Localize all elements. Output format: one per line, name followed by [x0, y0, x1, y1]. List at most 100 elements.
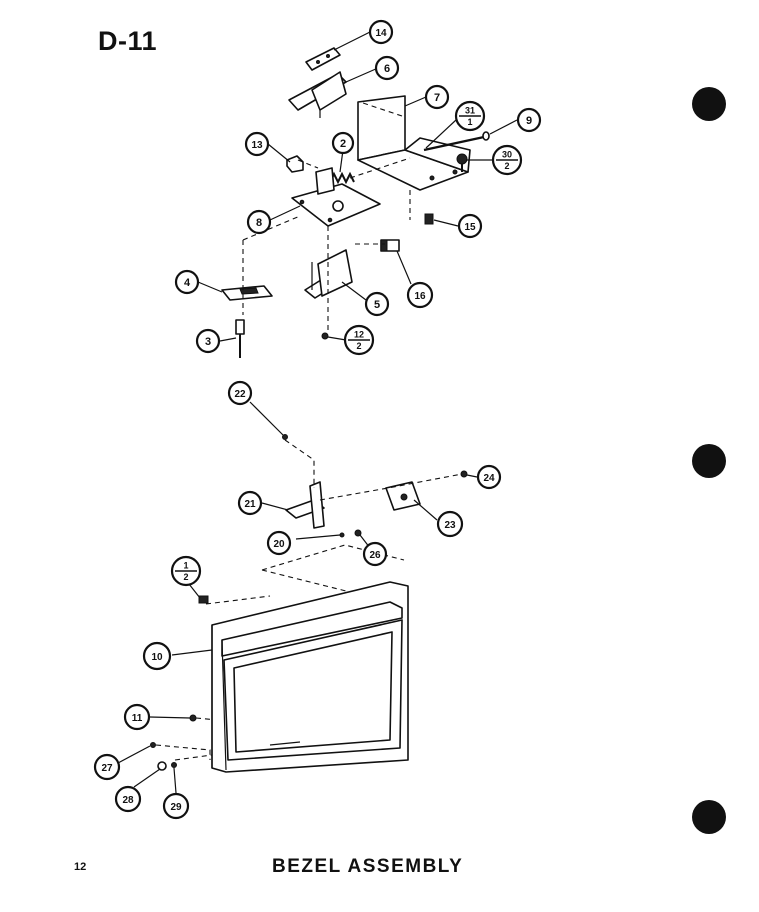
- callout-number: 23: [444, 520, 456, 531]
- callout-10: 10: [142, 641, 172, 671]
- assembly-line: [349, 157, 411, 179]
- callout-fraction-bottom: 2: [356, 341, 361, 351]
- callout-11: 11: [123, 703, 151, 731]
- callout-20: 20: [266, 530, 292, 556]
- binder-hole-bottom: [692, 800, 726, 834]
- assembly-line: [297, 159, 319, 169]
- callout-number: 6: [384, 63, 390, 75]
- part-10-bezel-frame: [211, 581, 409, 773]
- callout-26: 26: [362, 541, 388, 567]
- part-5-bracket: [304, 249, 353, 299]
- callout-number: 27: [101, 763, 113, 774]
- part-24-screw: [460, 470, 468, 478]
- callout-number: 10: [151, 652, 163, 663]
- callout-number: 20: [273, 539, 285, 550]
- callout-number: 15: [464, 222, 476, 233]
- callout-14: 14: [368, 19, 394, 45]
- callout-16: 16: [406, 281, 434, 309]
- part-27-screw: [150, 742, 156, 748]
- callout-leaders: [117, 31, 518, 794]
- callout-number: 13: [251, 140, 263, 151]
- callout-number: 7: [434, 92, 440, 104]
- callout-fraction-top: 1: [183, 561, 188, 571]
- callout-number: 8: [256, 217, 262, 229]
- callout-27: 27: [93, 753, 121, 781]
- callout-number: 9: [526, 115, 532, 127]
- part-26-nut: [354, 529, 362, 537]
- diagram-caption: BEZEL ASSEMBLY: [272, 856, 464, 877]
- assembly-line: [174, 754, 213, 761]
- callout-fraction-bottom: 2: [183, 572, 188, 582]
- callout-28: 28: [114, 785, 142, 813]
- part-11-screw: [189, 714, 197, 722]
- callout-8: 8: [246, 209, 272, 235]
- callout-1-2: 12: [170, 555, 202, 587]
- part-20-screw: [339, 532, 345, 538]
- part-30-screw: [456, 153, 468, 172]
- callout-number: 5: [374, 299, 380, 311]
- callout-3: 3: [195, 328, 221, 354]
- callout-fraction-top: 31: [465, 106, 475, 116]
- callout-number: 14: [375, 28, 387, 39]
- callout-13: 13: [244, 131, 270, 157]
- callout-number: 3: [205, 336, 211, 348]
- callout-29: 29: [162, 792, 190, 820]
- part-12-screw: [321, 332, 329, 340]
- callout-number: 11: [132, 713, 143, 724]
- callout-12-2: 122: [343, 324, 375, 356]
- callout-number: 16: [414, 291, 426, 302]
- callout-number: 28: [122, 795, 134, 806]
- part-14-plate: [305, 47, 341, 71]
- binder-hole-middle: [692, 444, 726, 478]
- part-2-spring: [329, 171, 355, 185]
- callout-7: 7: [424, 84, 450, 110]
- binder-hole-top: [692, 87, 726, 121]
- callout-number: 2: [340, 138, 346, 150]
- callout-30-2: 302: [491, 144, 523, 176]
- part-4-clip: [221, 285, 273, 301]
- part-23-switch: [385, 481, 421, 511]
- assembly-line: [205, 595, 271, 605]
- part-9-screw: [423, 131, 490, 152]
- callout-23: 23: [436, 510, 464, 538]
- assembly-line: [242, 215, 301, 241]
- assembly-line: [284, 439, 315, 488]
- part-1-nut: [198, 595, 209, 604]
- assembly-line: [319, 473, 463, 501]
- callout-number: 26: [369, 550, 381, 561]
- callout-22: 22: [227, 380, 253, 406]
- callout-fraction-top: 30: [502, 150, 512, 160]
- assembly-line: [261, 569, 351, 593]
- callout-number: 4: [184, 277, 191, 289]
- callout-number: 21: [244, 499, 256, 510]
- callout-6: 6: [374, 55, 400, 81]
- callout-fraction-top: 12: [354, 330, 364, 340]
- callout-31-1: 311: [454, 100, 486, 132]
- assembly-line: [155, 744, 211, 760]
- callout-5: 5: [364, 291, 390, 317]
- part-15-screw: [424, 213, 434, 225]
- callout-fraction-bottom: 1: [467, 117, 472, 127]
- callout-fraction-bottom: 2: [504, 161, 509, 171]
- callout-15: 15: [457, 213, 483, 239]
- part-6-bracket: [288, 71, 347, 118]
- part-7-angle-bracket: [357, 95, 471, 191]
- part-13-block: [286, 155, 304, 173]
- part-8-base-plate: [291, 167, 381, 227]
- callout-21: 21: [237, 490, 263, 516]
- callout-number: 29: [170, 802, 182, 813]
- callout-2: 2: [331, 131, 355, 155]
- callout-9: 9: [516, 107, 542, 133]
- page-id: D-11: [98, 26, 158, 56]
- page-number: 12: [74, 861, 87, 873]
- callout-4: 4: [174, 269, 200, 295]
- part-28-washer: [157, 761, 167, 771]
- part-3-pin: [235, 319, 245, 358]
- callout-number: 22: [234, 389, 246, 400]
- part-16-connector: [380, 239, 400, 252]
- callout-24: 24: [476, 464, 502, 490]
- part-21-bracket: [285, 481, 325, 529]
